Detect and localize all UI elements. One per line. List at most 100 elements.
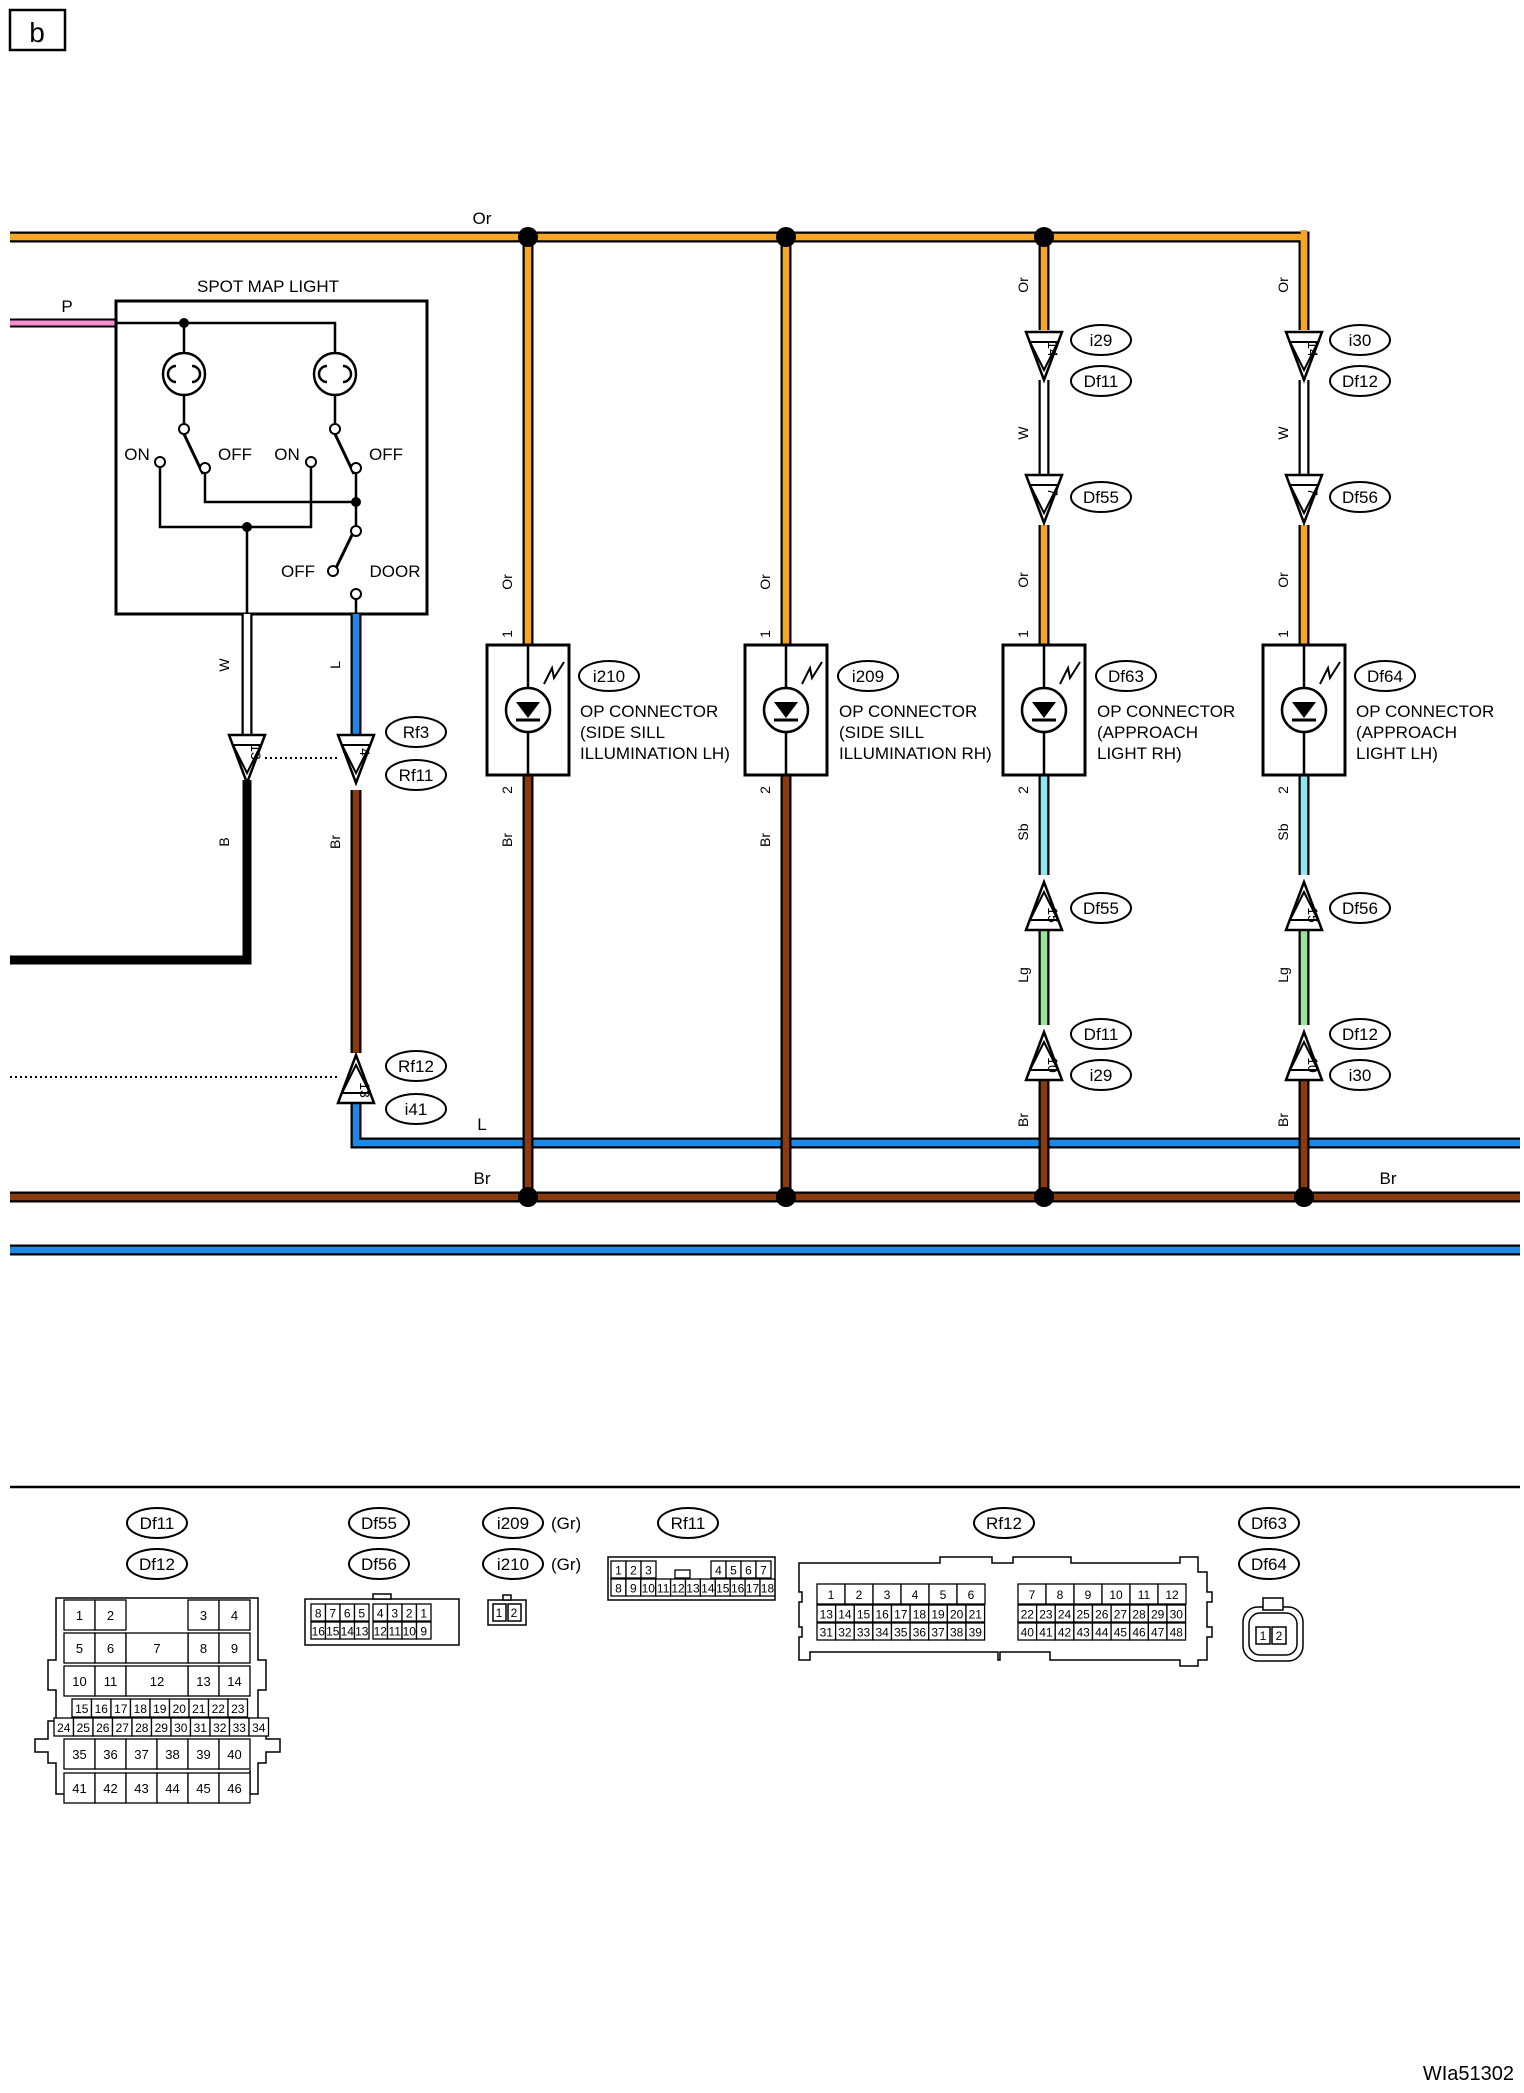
connector-df64-name: OP CONNECTOR — [1356, 702, 1494, 721]
switch-left-on-label: ON — [124, 445, 150, 464]
pin-cell-label: 38 — [950, 1626, 964, 1640]
pin-cell-label: 26 — [1095, 1608, 1109, 1622]
df64-junction-15-pin: 15 — [1305, 907, 1321, 923]
pin-cell-label: 12 — [671, 1582, 685, 1596]
tag-i29-top: i29 — [1090, 331, 1113, 350]
pin-cell-label: 9 — [630, 1582, 637, 1596]
pin-cell — [218, 1665, 251, 1697]
legend-df64-tag: Df64 — [1251, 1555, 1287, 1574]
junction-l-13: 13 Rf12 i41 — [336, 1050, 447, 1125]
connector-face-2pin-round: 1 2 — [1242, 1597, 1304, 1662]
wire-l-spot: L — [327, 614, 362, 735]
pin-cell-label: 16 — [875, 1608, 889, 1622]
pin-cell-label: 9 — [231, 1641, 238, 1656]
pin-cell-label: 36 — [913, 1626, 927, 1640]
pin-cell-label: 1 — [615, 1564, 622, 1578]
pin-cell-label: 13 — [355, 1625, 369, 1639]
face-2pin-cell-1: 1 — [496, 1606, 503, 1620]
pin-cell-label: 6 — [344, 1607, 351, 1621]
pin-cell-label: 3 — [884, 1588, 891, 1602]
led-icon — [504, 661, 565, 734]
connector-i209-id: i209 — [852, 667, 884, 686]
pin-cell-label: 13 — [686, 1582, 700, 1596]
pin-cell-label: 24 — [1058, 1608, 1072, 1622]
wire-label-br-main-right: Br — [1380, 1169, 1397, 1188]
pin-cell-label: 14 — [227, 1674, 241, 1689]
pin-cell — [63, 1772, 96, 1804]
pin-cell-label: 2 — [630, 1564, 637, 1578]
wire-b-spot: B — [10, 780, 252, 965]
pin-cell — [187, 1599, 220, 1631]
pin-cell-label: 40 — [227, 1747, 241, 1762]
pin-cell-label: 30 — [1170, 1608, 1184, 1622]
connector-face-46pin — [34, 1597, 281, 1795]
connector-i209-line3: ILLUMINATION RH) — [839, 744, 992, 763]
pin-cell — [1157, 1583, 1187, 1605]
face-round-cell-2: 2 — [1276, 1629, 1283, 1643]
wire-label-br-i210: Br — [499, 833, 515, 847]
pin-cell-label: 23 — [231, 1702, 245, 1716]
tag-df55-upper: Df55 — [1083, 488, 1119, 507]
pin-cell — [63, 1632, 96, 1664]
connector-i210-name: OP CONNECTOR — [580, 702, 718, 721]
pin-cell-label: 39 — [196, 1747, 210, 1762]
pin-cell-label: 40 — [1021, 1626, 1035, 1640]
pin-cell-label: 19 — [931, 1608, 945, 1622]
pin-cell-label: 13 — [820, 1608, 834, 1622]
led-icon — [762, 661, 823, 734]
pin-cell-label: 26 — [96, 1721, 110, 1735]
pin-cell — [94, 1738, 127, 1770]
pin-cell-label: 33 — [233, 1721, 247, 1735]
pin-cell — [674, 1569, 691, 1579]
tag-df56-upper: Df56 — [1342, 488, 1378, 507]
df63-pin-top: 1 — [1015, 630, 1031, 638]
df64-junction-14-pin: 14 — [1305, 341, 1321, 357]
pin-cell — [227, 1698, 249, 1718]
pin-cell — [755, 1560, 772, 1579]
connector-df63-chain: Or W Or Sb Lg Br 14 i29 Df11 7 Df55 1 2 … — [1001, 227, 1235, 1207]
pin-cell-label: 16 — [95, 1702, 109, 1716]
wire-or-main: Or — [10, 209, 1310, 320]
connector-i210: Or Br 1 2 i210 OP CONNECTOR (SIDE SILL I… — [485, 227, 730, 1207]
connector-i210-line3: ILLUMINATION LH) — [580, 744, 730, 763]
pin-cell-label: 19 — [153, 1702, 167, 1716]
legend-rf11-tag: Rf11 — [671, 1514, 706, 1533]
pin-cell — [353, 1621, 370, 1640]
pin-cell-label: 1 — [420, 1607, 427, 1621]
pin-cell-label: 11 — [1138, 1588, 1151, 1602]
pin-cell-label: 8 — [1057, 1588, 1064, 1602]
pin-cell — [94, 1665, 127, 1697]
face-round-cell-1: 1 — [1260, 1629, 1267, 1643]
spot-map-light-title: SPOT MAP LIGHT — [197, 277, 339, 296]
pin-cell-label: 9 — [420, 1625, 427, 1639]
pin-cell-label: 22 — [1021, 1608, 1035, 1622]
section-letter: b — [29, 17, 45, 48]
legend-df11-tag: Df11 — [140, 1514, 175, 1533]
pin-cell-label: 5 — [76, 1641, 83, 1656]
pin-cell-label: 10 — [72, 1674, 86, 1689]
pin-cell-label: 18 — [913, 1608, 927, 1622]
pin-cell-label: 25 — [1076, 1608, 1090, 1622]
wire-label-l-main: L — [477, 1115, 486, 1134]
pin-cell — [156, 1738, 189, 1770]
pin-cell-label: 45 — [1114, 1626, 1128, 1640]
pin-cell — [218, 1738, 251, 1770]
wire-label-or-df63-mid: Or — [1015, 572, 1031, 588]
pin-cell-label: 1 — [76, 1608, 83, 1623]
pin-cell-label: 35 — [894, 1626, 908, 1640]
pin-cell-label: 31 — [820, 1626, 834, 1640]
wire-label-or-df64-top: Or — [1275, 277, 1291, 293]
pin-cell-label: 43 — [1076, 1626, 1090, 1640]
df63-junction-14-pin: 14 — [1045, 341, 1061, 357]
pin-cell-label: 38 — [165, 1747, 179, 1762]
df64-junction-10-pin: 10 — [1305, 1057, 1321, 1073]
wire-label-br-df64: Br — [1275, 1113, 1291, 1127]
i210-pin-bottom: 2 — [499, 786, 515, 794]
bulb-right-icon — [312, 351, 358, 397]
pin-cell-label: 35 — [72, 1747, 86, 1762]
i209-pin-bottom: 2 — [757, 786, 773, 794]
connector-df63-line2: (APPROACH — [1097, 723, 1198, 742]
pin-cell-label: 41 — [72, 1781, 86, 1796]
